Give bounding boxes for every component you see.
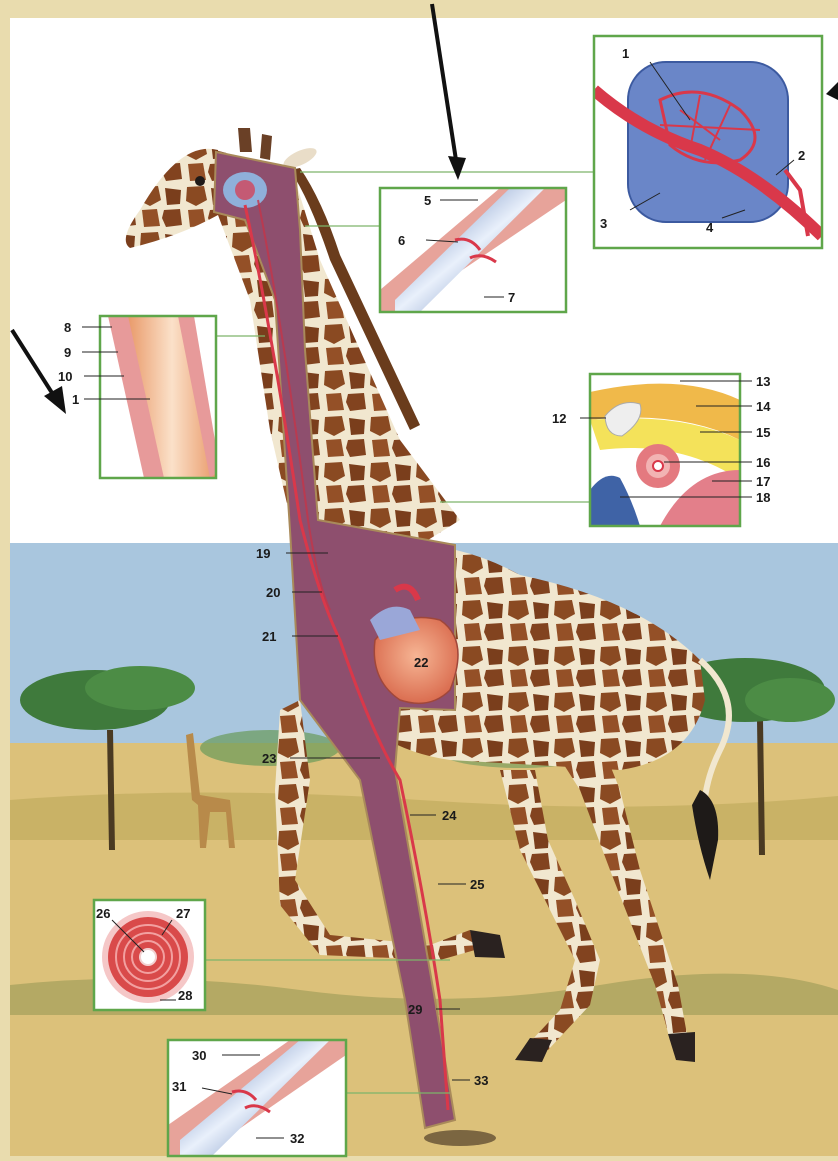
- label-20: 20: [266, 585, 280, 600]
- label-1: 1: [622, 46, 629, 61]
- hoof-shadow: [424, 1130, 496, 1146]
- label-22: 22: [414, 655, 428, 670]
- label-14: 14: [756, 399, 771, 414]
- label-13: 13: [756, 374, 770, 389]
- label-21: 21: [262, 629, 276, 644]
- label-28: 28: [178, 988, 192, 1003]
- label-25: 25: [470, 877, 484, 892]
- label-16: 16: [756, 455, 770, 470]
- label-32: 32: [290, 1131, 304, 1146]
- label-12: 12: [552, 411, 566, 426]
- label-26: 26: [96, 906, 110, 921]
- label-3: 3: [600, 216, 607, 231]
- label-9: 9: [64, 345, 71, 360]
- label-18: 18: [756, 490, 770, 505]
- label-33: 33: [474, 1073, 488, 1088]
- label-23: 23: [262, 751, 276, 766]
- label-19: 19: [256, 546, 270, 561]
- label-2: 2: [798, 148, 805, 163]
- label-7: 7: [508, 290, 515, 305]
- eye: [195, 176, 205, 186]
- inset-vein-valve-upper: 5 6 7: [380, 188, 566, 312]
- label-4: 4: [706, 220, 714, 235]
- label-5: 5: [424, 193, 431, 208]
- label-30: 30: [192, 1048, 206, 1063]
- label-15: 15: [756, 425, 770, 440]
- inset-brain-capillaries: 1 2 3 4: [594, 36, 822, 248]
- label-11: 1: [72, 392, 79, 407]
- label-6: 6: [398, 233, 405, 248]
- label-31: 31: [172, 1079, 186, 1094]
- label-27: 27: [176, 906, 190, 921]
- inset-leg-artery-section: 26 27 28: [94, 900, 205, 1010]
- label-8: 8: [64, 320, 71, 335]
- label-17: 17: [756, 474, 770, 489]
- label-10: 10: [58, 369, 72, 384]
- inset-vein-valve-lower: 30 31 32: [168, 1040, 346, 1156]
- label-24: 24: [442, 808, 457, 823]
- label-29: 29: [408, 1002, 422, 1017]
